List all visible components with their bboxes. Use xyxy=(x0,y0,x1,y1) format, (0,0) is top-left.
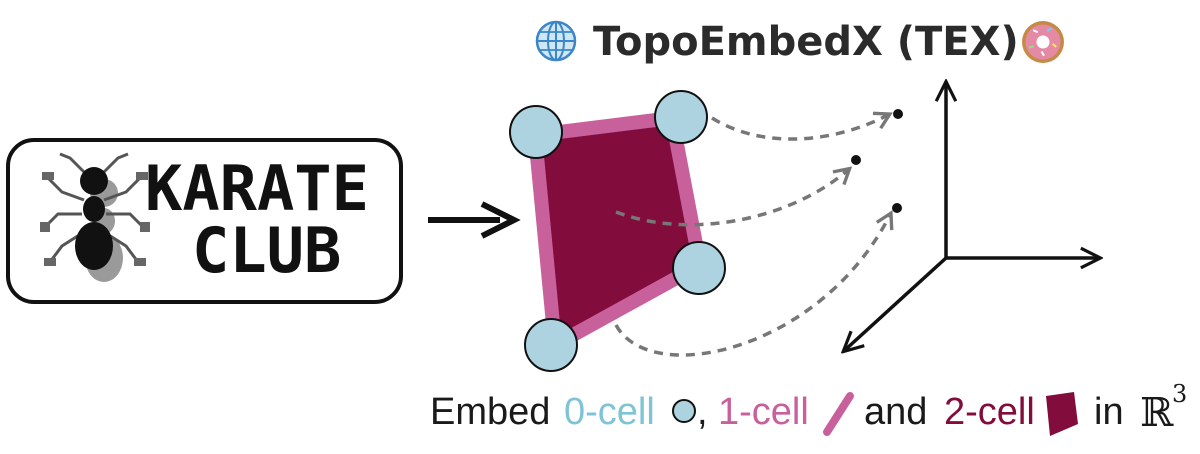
donut-icon xyxy=(1022,21,1064,63)
zero-cell-node-right xyxy=(672,241,726,295)
zero-cell-node-top-right xyxy=(654,90,708,144)
caption-2-cell: 2-cell xyxy=(944,391,1035,433)
one-cell-legend-icon xyxy=(823,392,854,436)
zero-cell-node-top-left xyxy=(509,105,563,159)
two-cell-legend-icon xyxy=(1046,392,1078,436)
embed-arrow-bottom xyxy=(614,210,894,357)
zero-cell-node-bottom-left xyxy=(524,318,578,372)
karate-club-logo: KARATE CLUB xyxy=(6,138,403,304)
title: TopoEmbedX (TEX) xyxy=(593,19,1019,65)
logo-line-1: KARATE xyxy=(145,152,369,225)
embed-arrow-top xyxy=(711,111,893,141)
embedded-point-2 xyxy=(851,155,861,165)
cell-complex xyxy=(509,90,726,372)
logo-line-2: CLUB xyxy=(192,214,341,287)
ant-icon xyxy=(40,152,150,282)
embedded-point-3 xyxy=(892,203,902,213)
caption-0-cell: 0-cell xyxy=(564,391,655,433)
caption-1-cell: 1-cell xyxy=(718,391,809,433)
globe-icon xyxy=(535,20,577,62)
caption-space-symbol: ℝ xyxy=(1140,390,1174,436)
caption-exponent: 3 xyxy=(1172,380,1187,408)
embedding-arrows xyxy=(614,111,894,357)
embed-arrow-middle xyxy=(615,166,853,227)
embedded-points xyxy=(851,109,903,213)
caption-in: in xyxy=(1094,391,1124,433)
transform-arrow xyxy=(428,201,521,239)
caption: Embed 0-cell , 1-cell and 2-cell in ℝ 3 xyxy=(430,380,1187,436)
embedded-point-1 xyxy=(893,109,903,119)
caption-embed: Embed xyxy=(430,391,550,433)
axes-3d xyxy=(845,84,1098,350)
zero-cell-legend-icon xyxy=(672,399,696,423)
caption-and: and xyxy=(864,391,927,433)
axis-depth xyxy=(845,256,948,350)
caption-comma: , xyxy=(697,391,708,433)
two-cell-face xyxy=(528,111,707,352)
title-group: TopoEmbedX (TEX) xyxy=(535,19,1064,65)
